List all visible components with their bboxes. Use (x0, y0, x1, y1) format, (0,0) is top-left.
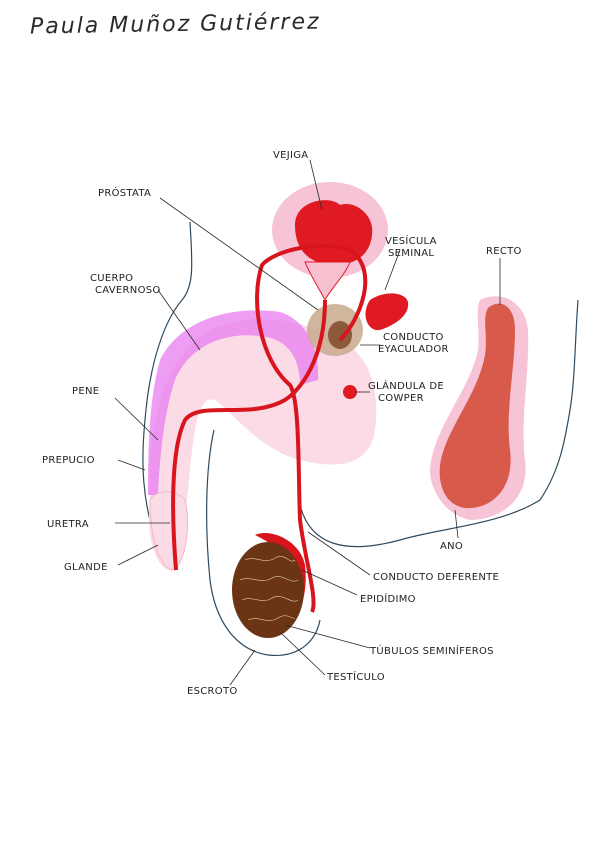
vas-deferens (255, 243, 368, 613)
label-vejiga: VEJIGA (273, 150, 308, 161)
label-tubulos: TÚBULOS SEMINÍFEROS (369, 644, 494, 657)
bladder-neck (304, 261, 351, 302)
label-conducto-eyac-1: CONDUCTO (383, 332, 444, 343)
label-glandula-2: COWPER (378, 393, 424, 404)
label-vesicula-2: SEMINAL (388, 248, 434, 259)
glans (149, 491, 189, 571)
penis-body (149, 319, 377, 571)
label-conducto-def: CONDUCTO DEFERENTE (373, 572, 499, 583)
label-cuerpo-2: CAVERNOSO (95, 285, 161, 296)
testis (232, 542, 304, 638)
rectum (439, 303, 515, 509)
label-recto: RECTO (486, 246, 522, 257)
leader-lines (114, 159, 501, 686)
label-uretra: URETRA (47, 519, 89, 530)
label-prostata: PRÓSTATA (98, 186, 151, 199)
label-glandula-1: GLÁNDULA DE (368, 379, 444, 392)
scrotum-outline (206, 429, 321, 657)
label-vesicula-1: VESÍCULA (385, 234, 437, 247)
urethra (171, 299, 327, 571)
prostate-core (328, 321, 352, 349)
corpus-cavernosum (148, 310, 319, 495)
label-glande: GLANDE (64, 562, 108, 573)
label-escroto: ESCROTO (187, 686, 238, 697)
seminiferous-tubules (239, 556, 299, 621)
bladder (295, 200, 373, 265)
label-epididimo: EPIDÍDIMO (360, 592, 416, 605)
label-testiculo: TESTÍCULO (326, 670, 385, 683)
body-outline (142, 221, 579, 548)
label-pene: PENE (72, 386, 99, 397)
cowper-gland (343, 385, 357, 399)
label-conducto-eyac-2: EYACULADOR (378, 344, 449, 355)
label-prepucio: PREPUCIO (42, 455, 95, 466)
seminal-vesicle (365, 293, 409, 331)
label-cuerpo-1: CUERPO (90, 273, 133, 284)
label-ano: ANO (440, 541, 463, 552)
